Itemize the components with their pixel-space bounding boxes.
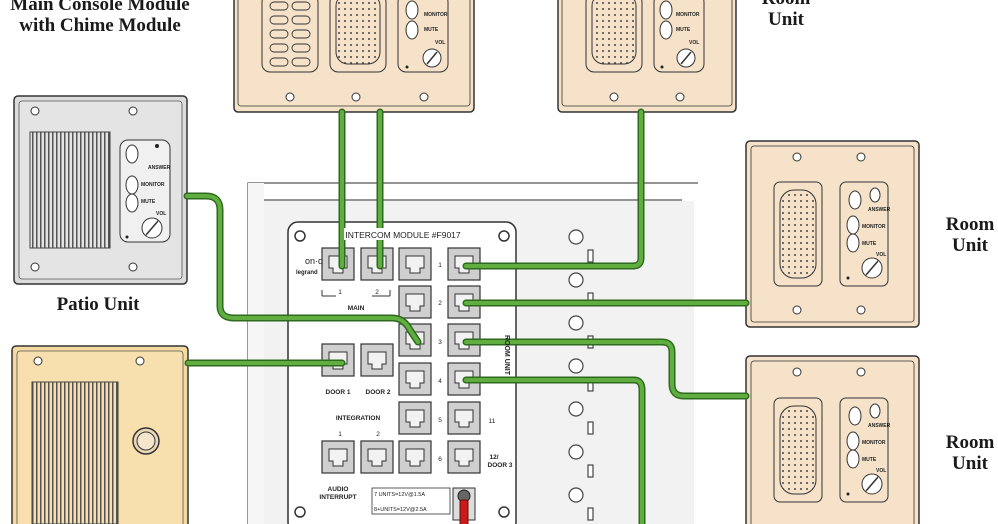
door-1-label: DOOR 1 bbox=[326, 389, 351, 396]
expansion-port-5 bbox=[398, 401, 432, 435]
room-unit-mid-panel: ANSWER MONITOR MUTE VOL bbox=[745, 140, 920, 328]
room-unit-mid-label: Room Unit bbox=[930, 214, 998, 256]
main-port-1-label: 1 bbox=[338, 289, 342, 296]
door-3-label: DOOR 3 bbox=[488, 462, 513, 469]
room-port-4-label: 4 bbox=[438, 378, 442, 385]
patio-unit-label: Patio Unit bbox=[56, 294, 140, 315]
interrupt-label: INTERRUPT bbox=[319, 494, 356, 501]
module-labels: INTERCOM MODULE #F9017 on·q legrand 1 2 … bbox=[296, 228, 513, 515]
brand-name: on·q bbox=[305, 256, 323, 266]
mid-answer-text: ANSWER bbox=[868, 207, 891, 213]
power-lead bbox=[459, 499, 469, 524]
integration-port-2-label: 2 bbox=[376, 431, 380, 438]
main-port-1 bbox=[321, 247, 355, 281]
main-console-line2: with Chime Module bbox=[19, 15, 181, 36]
expansion-port-6 bbox=[398, 440, 432, 474]
power-spec-2: 8+UNITS=12V@2.5A bbox=[374, 507, 427, 513]
room-unit-top-label: Room Unit bbox=[746, 0, 826, 30]
bot-answer-text: ANSWER bbox=[868, 423, 891, 429]
room-unit-vertical-label: ROOM UNIT bbox=[503, 335, 510, 376]
room-top-line1: Room bbox=[746, 0, 826, 9]
integration-label: INTEGRATION bbox=[336, 415, 381, 422]
room-port-6-label: 6 bbox=[438, 456, 442, 463]
port-12-label: 12/ bbox=[489, 454, 498, 461]
top-vol-text: VOL bbox=[689, 40, 699, 46]
patio-answer-text: ANSWER bbox=[148, 165, 171, 171]
expansion-port-1 bbox=[398, 247, 432, 281]
room-unit-top-panel: MONITOR MUTE VOL bbox=[557, 0, 737, 113]
main-monitor-text: MONITOR bbox=[424, 12, 448, 18]
room-port-6 bbox=[447, 440, 481, 474]
room-top-line2: Unit bbox=[768, 9, 804, 30]
room-port-3-label: 3 bbox=[438, 339, 442, 346]
module-title: INTERCOM MODULE #F9017 bbox=[345, 230, 461, 240]
top-mute-text: MUTE bbox=[676, 27, 691, 33]
knockout-holes bbox=[568, 229, 594, 521]
expansion-port-4 bbox=[398, 362, 432, 396]
room-unit-bottom-label: Room Unit bbox=[930, 432, 998, 474]
main-port-2-label: 2 bbox=[375, 289, 379, 296]
door-port-2 bbox=[360, 343, 394, 377]
port-11-label: 11 bbox=[489, 418, 496, 425]
main-mute-text: MUTE bbox=[424, 27, 439, 33]
room-bot-line1: Room bbox=[945, 432, 995, 453]
wire-patio bbox=[183, 192, 422, 346]
patio-vol-text: VOL bbox=[156, 211, 166, 217]
top-monitor-text: MONITOR bbox=[676, 12, 700, 18]
patio-monitor-text: MONITOR bbox=[141, 182, 165, 188]
bot-vol-text: VOL bbox=[876, 468, 886, 474]
main-label: MAIN bbox=[348, 305, 365, 312]
patio-unit-panel: ANSWER MONITOR MUTE VOL bbox=[13, 95, 188, 285]
room-mid-line2: Unit bbox=[952, 235, 988, 256]
main-console-panel: MONITOR MUTE VOL bbox=[233, 0, 475, 113]
integration-port-1-label: 1 bbox=[338, 431, 342, 438]
wire-port-4 bbox=[462, 376, 646, 524]
cat5-wires bbox=[183, 108, 750, 524]
room-port-5 bbox=[447, 401, 481, 435]
main-vol-text: VOL bbox=[435, 40, 445, 46]
room-bot-line2: Unit bbox=[952, 453, 988, 474]
room-mid-line1: Room bbox=[945, 214, 995, 235]
brand-sub: legrand bbox=[296, 270, 318, 276]
door-unit-panel bbox=[11, 345, 189, 524]
room-port-5-label: 5 bbox=[438, 417, 442, 424]
integration-port-2 bbox=[360, 440, 394, 474]
door-2-label: DOOR 2 bbox=[366, 389, 391, 396]
room-port-1-label: 1 bbox=[438, 262, 442, 269]
mid-vol-text: VOL bbox=[876, 252, 886, 258]
main-console-line1: Main Console Module bbox=[10, 0, 190, 15]
rj45-ports bbox=[321, 247, 481, 474]
room-port-2-label: 2 bbox=[438, 300, 442, 307]
bot-mute-text: MUTE bbox=[862, 457, 877, 463]
room-unit-bottom-panel: ANSWER MONITOR MUTE VOL bbox=[745, 355, 920, 524]
power-spec-1: 7 UNITS=12V@1.5A bbox=[374, 492, 425, 498]
expansion-port-2 bbox=[398, 285, 432, 319]
audio-label: AUDIO bbox=[328, 486, 349, 493]
patio-mute-text: MUTE bbox=[141, 199, 156, 205]
wire-room-bottom bbox=[462, 338, 750, 400]
mid-mute-text: MUTE bbox=[862, 241, 877, 247]
main-console-label: Main Console Module with Chime Module bbox=[0, 0, 200, 36]
integration-port-1 bbox=[321, 440, 355, 474]
wire-room-top bbox=[462, 108, 645, 270]
bot-monitor-text: MONITOR bbox=[862, 440, 886, 446]
mid-monitor-text: MONITOR bbox=[862, 224, 886, 230]
